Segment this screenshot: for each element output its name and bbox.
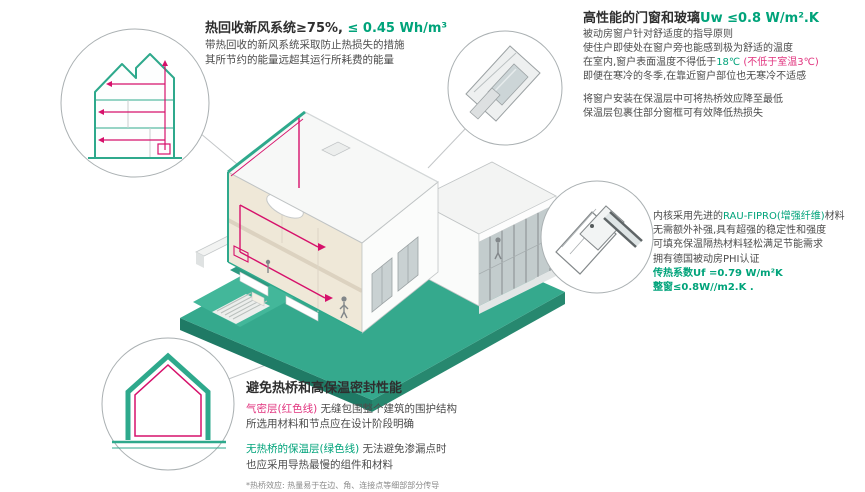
heat-recovery-section: 热回收新风系统≥75%, ≤ 0.45 Wh/m³ 带热回收的新风系统采取防止热… [205, 20, 447, 69]
thermal-section: 避免热桥和高保温密封性能 气密层(红色线) 无缝包围整个建筑的围护结构 所选用材… [246, 380, 457, 492]
heat-recovery-title: 热回收新风系统≥75%, ≤ 0.45 Wh/m³ [205, 21, 448, 36]
windows-description: 被动房窗户针对舒适度的指导原则 使住户即使处在窗户旁也能感到极为舒适的温度 在室… [583, 28, 819, 120]
window-corner-detail-circle [447, 30, 563, 146]
ventilation-ducts [233, 118, 333, 302]
cutaway-interior [227, 171, 363, 334]
heat-recovery-description: 带热回收的新风系统采取防止热损失的措施 其所节约的能量远超其运行所耗费的能量 [205, 38, 405, 67]
human-figures [265, 237, 502, 319]
thermal-description: 气密层(红色线) 无缝包围整个建筑的围护结构 所选用材料和节点应在设计阶段明确 … [246, 402, 458, 490]
windows-section: 高性能的门窗和玻璃Uw ≤0.8 W/m².K 被动房窗户针对舒适度的指导原则 … [583, 10, 819, 122]
heat-recovery-detail-circle [60, 28, 210, 178]
windows-title: 高性能的门窗和玻璃Uw ≤0.8 W/m².K [583, 11, 819, 26]
profile-section: 内核采用先进的RAU-FIPRO(增强纤维)材料 无需额外补强,具有超强的稳定性… [653, 211, 845, 293]
window-profile-detail-circle [540, 180, 654, 294]
thermal-envelope-detail-circle [101, 337, 235, 471]
front-wall [361, 181, 439, 334]
gable-roof [227, 110, 439, 334]
thermal-footnote: *热桥效应: 热量易于在边、角、连接点等细部部分传导 [246, 480, 440, 490]
isometric-house-illustration [180, 110, 565, 412]
thermal-title: 避免热桥和高保温密封性能 [246, 381, 403, 396]
glass-wing [414, 161, 557, 314]
